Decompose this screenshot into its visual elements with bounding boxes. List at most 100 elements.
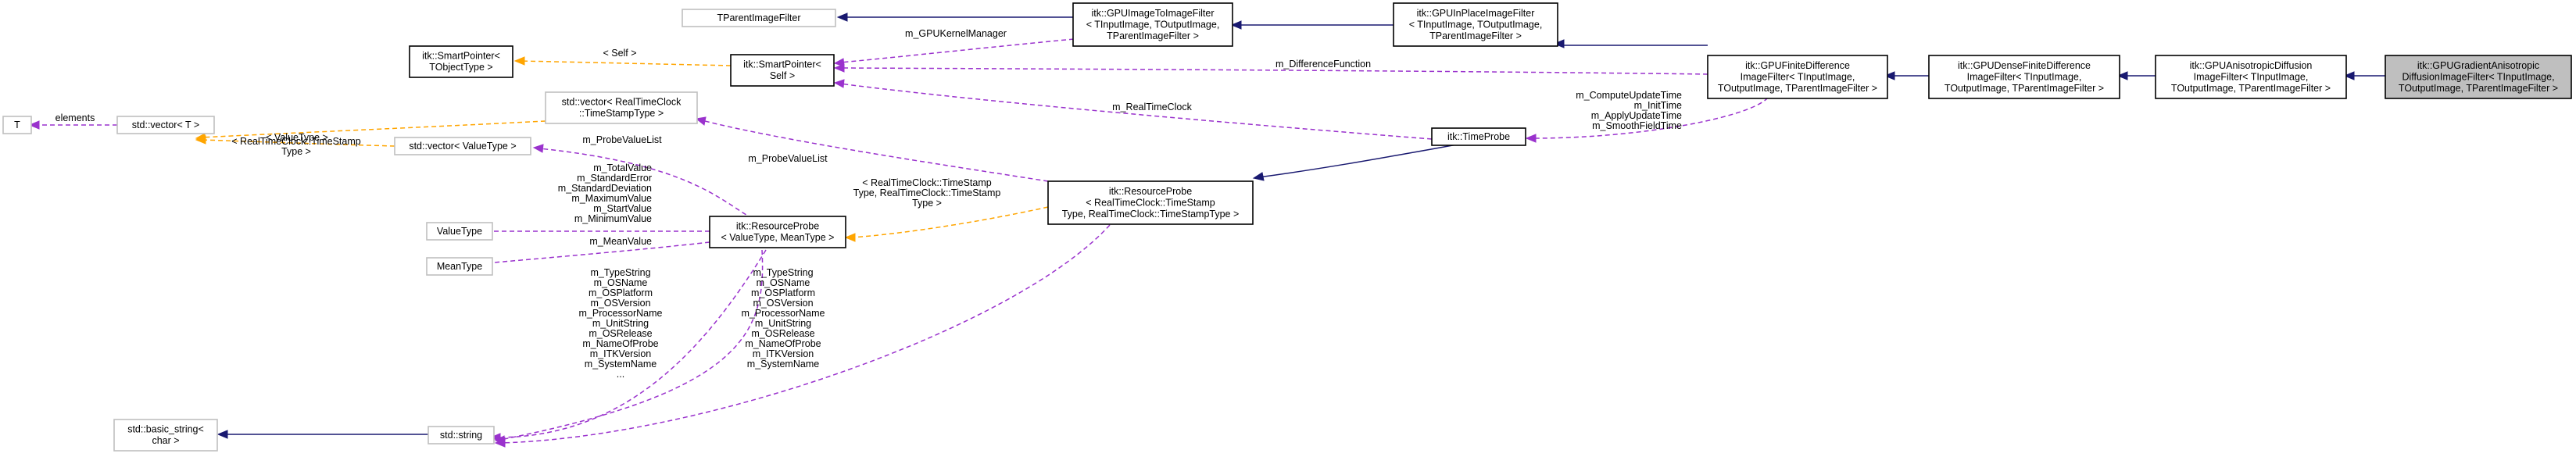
edge-label-line: m_StandardError [577,173,652,184]
node-label-line: ImageFilter< TInputImage, [1967,71,2082,82]
edge-label-line: m_SmoothFieldTime [1592,120,1682,131]
edge-label-line: < RealTimeClock::TimeStamp [231,136,360,147]
label-m-differencefunction: m_DifferenceFunction [1275,59,1371,70]
node-label-line: T [14,120,20,130]
node-t[interactable]: T [2,116,32,134]
label-m-realtimeclock: m_RealTimeClock [1112,102,1192,112]
node-gpuimagetoimagefilter[interactable]: itk::GPUImageToImageFilter< TInputImage,… [1072,2,1233,47]
edge-label-line: Type > [912,198,942,209]
node-label-line: itk::GPUFiniteDifference [1745,60,1850,71]
node-label-line: std::string [440,430,482,441]
node-label-line: std::vector< RealTimeClock [562,97,682,108]
node-basic-string[interactable]: std::basic_string<char > [113,419,218,452]
edge-timeprobe-to-resourceprobe-realtime [1252,142,1467,181]
node-label-line: std::basic_string< [127,424,204,435]
edge-label-line: m_ITKVersion [753,348,814,359]
edge-m-realtimeclock [833,79,1433,140]
edge-label-line: m_RealTimeClock [1112,102,1192,112]
node-label-line: < ValueType, MeanType > [721,232,834,243]
node-label-line: ImageFilter< TInputImage, [1741,71,1855,82]
node-label-line: itk::ResourceProbe [1109,186,1192,197]
edge-gpudense-to-gpufinitedifference [1884,71,1929,80]
edge-label-line: m_SystemName [585,359,657,370]
node-string[interactable]: std::string [428,426,495,445]
node-label-line: ImageFilter< TInputImage, [2194,71,2309,82]
edge-label-line: m_OSRelease [589,328,652,339]
node-vector-valuetype[interactable]: std::vector< ValueType > [394,137,531,155]
node-label-line: TObjectType > [429,62,492,73]
edge-label-line: m_DifferenceFunction [1275,59,1371,70]
edge-label-line: m_TotalValue [593,162,652,173]
node-timeprobe[interactable]: itk::TimeProbe [1431,127,1526,146]
node-label-line: itk::GPUImageToImageFilter [1092,8,1215,19]
node-smartpointer-objecttype[interactable]: itk::SmartPointer<TObjectType > [409,45,513,78]
node-label-line: itk::GPUInPlaceImageFilter [1417,8,1535,19]
node-label-line: MeanType [437,261,482,272]
edge-label-line: m_OSRelease [751,328,814,339]
node-label-line: ::TimeStampType > [579,108,664,119]
edge-gpufinitedifference-to-gpuinplace [1553,39,1708,48]
edge-template-resourceprobe [844,206,1049,242]
node-label-line: TOutputImage, TParentImageFilter > [1945,83,2104,94]
node-label-line: TOutputImage, TParentImageFilter > [2171,83,2331,94]
edge-label-line: m_MinimumValue [574,213,652,224]
edge-m-differencefunction [833,63,1708,75]
node-valuetype[interactable]: ValueType [426,222,493,241]
node-gpuanisotropicdiffusion[interactable]: itk::GPUAnisotropicDiffusionImageFilter<… [2155,55,2347,99]
node-label-line: Type, RealTimeClock::TimeStampType > [1062,209,1240,220]
edge-label-line: m_OSPlatform [751,287,815,298]
node-label-line: itk::SmartPointer< [743,59,821,70]
edge-label-line: m_OSPlatform [589,287,653,298]
node-label-line: char > [152,435,179,446]
node-gpudensefinitedifference[interactable]: itk::GPUDenseFiniteDifferenceImageFilter… [1928,55,2120,99]
edge-label-line: m_NameOfProbe [582,338,658,349]
node-tparentimagefilter[interactable]: TParentImageFilter [682,9,836,27]
edge-m-gpukernelmanager [833,38,1075,67]
edge-label-line: m_MeanValue [589,236,652,247]
node-meantype[interactable]: MeanType [426,257,493,276]
node-vector-realtimeclock[interactable]: std::vector< RealTimeClock::TimeStampTyp… [545,91,698,124]
edge-label-line: Type, RealTimeClock::TimeStamp [853,187,1001,198]
node-label-line: TParentImageFilter > [1429,30,1522,41]
node-label-line: itk::TimeProbe [1447,131,1510,142]
edge-label-line: m_ProcessorName [742,308,825,319]
edge-label-line: < RealTimeClock::TimeStamp [862,177,991,188]
node-label-line: std::vector< T > [132,120,199,130]
edge-label-line: m_ProcessorName [579,308,663,319]
edge-gpuinplace-to-gpuimagetoimage [1230,20,1394,30]
node-label-line: itk::GPUAnisotropicDiffusion [2190,60,2313,71]
edge-label-line: m_ProbeValueList [748,153,828,164]
label-meantype-member: m_MeanValue [589,236,652,247]
edge-string-to-basic-string [216,430,428,439]
node-label-line: DiffusionImageFilter< TInputImage, [2402,71,2554,82]
node-gpuinplaceimagefilter[interactable]: itk::GPUInPlaceImageFilter< TInputImage,… [1393,2,1558,47]
node-smartpointer-self[interactable]: itk::SmartPointer<Self > [730,54,835,87]
node-label-line: itk::SmartPointer< [422,51,500,62]
edge-label-line: m_OSVersion [753,298,813,309]
edge-elements [28,120,117,130]
edge-label-line: Type > [281,146,311,157]
edge-label-line: m_MaximumValue [571,193,652,204]
edge-m-probevaluelist-a [695,116,1049,182]
edge-gpuimagetoimage-to-tparentimagefilter [836,12,1073,22]
edge-label-line: m_SystemName [747,359,819,370]
node-label-line: itk::GPUGradientAnisotropic [2417,60,2539,71]
edge-label-line: m_OSName [594,277,648,288]
edge-label-line: m_ProbeValueList [582,134,662,145]
node-label-line: TOutputImage, TParentImageFilter > [2399,83,2558,94]
edge-label-line: m_StartValue [593,203,652,214]
edge-label-line: elements [55,112,95,123]
node-gpugradientanisotropic[interactable]: itk::GPUGradientAnisotropicDiffusionImag… [2385,55,2572,99]
edge-label-line: m_ComputeUpdateTime [1576,90,1682,101]
node-resourceprobe-realtime[interactable]: itk::ResourceProbe< RealTimeClock::TimeS… [1047,180,1254,225]
node-resourceprobe-valuemean[interactable]: itk::ResourceProbe< ValueType, MeanType … [709,216,846,248]
node-vector-t[interactable]: std::vector< T > [116,116,215,134]
